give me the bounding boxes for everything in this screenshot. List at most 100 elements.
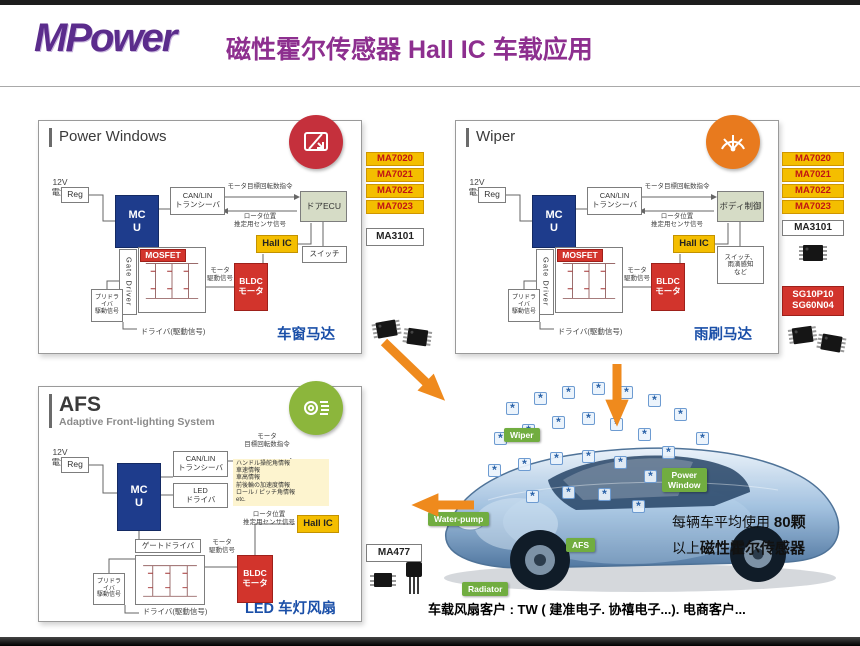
gate-driver-box: Gate Driver xyxy=(119,249,137,315)
hall-sensor-marker: * xyxy=(674,408,687,421)
door-ecu-box: ドアECU xyxy=(300,191,347,222)
hall-sensor-marker: * xyxy=(644,470,657,483)
circuit-wires xyxy=(89,194,324,330)
predriver-box: プリドライバ 駆動信号 xyxy=(508,289,540,322)
led-driver-box: LED ドライバ xyxy=(173,483,228,508)
hall-sensor-marker: * xyxy=(534,392,547,405)
bldc-motor-box: BLDC モータ xyxy=(237,555,273,603)
header-divider xyxy=(0,86,860,87)
car-label-afs: AFS xyxy=(566,538,595,553)
stats-text: 每辆车平均使用 xyxy=(672,514,774,530)
panel-afs: AFS Adaptive Front-lighting System 12V 電… xyxy=(38,381,362,622)
car-xray-image xyxy=(444,447,840,592)
mcu-box: MC U xyxy=(115,195,159,248)
rotor-signal-label: ロータ位置 推定用センサ信号 xyxy=(234,213,286,228)
car-illustration xyxy=(428,372,860,604)
chip-package-icon xyxy=(812,327,851,363)
hall-sensor-marker: * xyxy=(592,382,605,395)
part-chip-ma7022: MA7022 xyxy=(366,184,424,198)
rotor-signal-label: ロータ位置 推定用センサ信号 xyxy=(651,213,703,228)
predriver-box: プリドライバ 駆動信号 xyxy=(91,289,123,322)
customer-note: 车载风扇客户 : TW ( 建准电子. 协禧电子...). 电商客户... xyxy=(428,602,746,617)
chip-package-icon xyxy=(796,240,830,271)
hall-sensor-marker: * xyxy=(638,428,651,441)
hall-sensor-marker: * xyxy=(598,488,611,501)
hall-ic-box: Hall IC xyxy=(256,235,298,253)
canlin-box: CAN/LIN トランシーバ xyxy=(170,187,225,215)
stats-bold: 磁性霍尔传感器 xyxy=(700,539,806,557)
hall-sensor-marker: * xyxy=(494,432,507,445)
hall-sensor-marker: * xyxy=(562,486,575,499)
canlin-box: CAN/LIN トランシーバ xyxy=(587,187,642,215)
target-cmd-label: モータ目標回転数指令 xyxy=(227,183,293,190)
hall-sensor-marker: * xyxy=(506,402,519,415)
hall-sensor-marker: * xyxy=(610,418,623,431)
part-chip-ma7021: MA7021 xyxy=(782,168,844,182)
part-chip-ma3101: MA3101 xyxy=(366,228,424,246)
body-ecu-box: ボディ制御 xyxy=(717,191,764,222)
part-chip-ma7023: MA7023 xyxy=(366,200,424,214)
mosfet-bridge-icon xyxy=(562,263,616,299)
part-chip-ma3101: MA3101 xyxy=(782,220,844,236)
part-chip-ma7020: MA7020 xyxy=(366,152,424,166)
usage-stats: 每辆车平均使用 80颗 以上磁性霍尔传感器 xyxy=(672,510,860,561)
panel-header: AFS Adaptive Front-lighting System xyxy=(49,393,215,428)
panel-header: Wiper xyxy=(466,128,515,147)
car-label-radiator: Radiator xyxy=(462,582,509,597)
bldc-motor-box: BLDC モータ xyxy=(651,263,685,311)
supply-label: 12V 電源 xyxy=(51,177,69,198)
mosfet-bridge-icon xyxy=(143,565,197,597)
target-cmd-label: モータ目標回転数指令 xyxy=(644,183,710,190)
hall-sensor-marker: * xyxy=(620,386,633,399)
chip-package-icon xyxy=(368,313,407,349)
target-cmd-label: モータ 目標回転数指令 xyxy=(244,433,290,448)
supply-label: 12V 電源 xyxy=(51,447,69,468)
predriver-box: プリドライバ 駆動信号 xyxy=(93,573,125,605)
stats-line2: 以上磁性霍尔传感器 xyxy=(672,536,860,562)
panel-power-windows: Power Windows 12V 電源 Reg MC U CAN/LIN トラ… xyxy=(38,115,362,354)
chip-package-icon xyxy=(368,568,398,597)
hall-sensor-marker: * xyxy=(582,450,595,463)
header-accent xyxy=(49,128,52,147)
hall-sensor-marker: * xyxy=(488,464,501,477)
stats-bold: 80颗 xyxy=(773,514,806,531)
motor-signal-label: モータ 駆動信号 xyxy=(209,539,235,554)
hall-sensor-marker: * xyxy=(648,394,661,407)
driver-signal-label: ドライバ(駆動信号) xyxy=(557,327,623,336)
mpower-logo: MPower xyxy=(34,16,177,60)
supply-label: 12V 電源 xyxy=(468,177,486,198)
vehicle-info-label: ハンドル操舵角情報 車速情報 車高情報 前後輪の加速度情報 ロール / ピッチ角… xyxy=(233,459,329,507)
hall-sensor-marker: * xyxy=(562,386,575,399)
circuit-wires xyxy=(506,194,741,330)
chip-package-icon xyxy=(398,322,436,357)
motor-signal-label: モータ 駆動信号 xyxy=(624,267,650,282)
car-label-power-window: Power Window xyxy=(662,468,707,493)
panel-title: AFS xyxy=(59,393,101,416)
mosfet-tag: MOSFET xyxy=(557,249,603,262)
wiper-icon xyxy=(706,115,760,169)
bldc-motor-box: BLDC モータ xyxy=(234,263,268,311)
panel-wiper: Wiper 12V 電源 Reg MC U CAN/LIN トランシーバ モータ… xyxy=(455,115,779,354)
stats-text: 以上 xyxy=(672,539,700,556)
motor-caption: 车窗马达 xyxy=(277,327,335,343)
part-chip-ma7022: MA7022 xyxy=(782,184,844,198)
panel-title: Power Windows xyxy=(59,128,167,145)
hall-sensor-marker: * xyxy=(662,446,675,459)
hall-sensor-marker: * xyxy=(552,416,565,429)
car-label-wiper: Wiper xyxy=(504,428,540,443)
top-border-bar xyxy=(0,0,860,5)
header-accent xyxy=(49,394,52,428)
mcu-box: MC U xyxy=(117,463,161,531)
canlin-box: CAN/LIN トランシーバ xyxy=(173,451,228,477)
car-label-water-pump: Water-pump xyxy=(428,512,490,527)
regulator-box: Reg xyxy=(61,187,89,203)
panel-title: Wiper xyxy=(476,128,516,145)
header-accent xyxy=(466,128,469,147)
part-chip-ma477: MA477 xyxy=(366,544,422,562)
rotor-signal-label: ロータ位置 推定用センサ信号 xyxy=(243,511,295,526)
hall-ic-box: Hall IC xyxy=(673,235,715,253)
inverter-bridge xyxy=(135,555,205,605)
motor-caption: 雨刷马达 xyxy=(694,327,752,343)
regulator-box: Reg xyxy=(61,457,89,473)
hall-sensor-marker: * xyxy=(582,412,595,425)
